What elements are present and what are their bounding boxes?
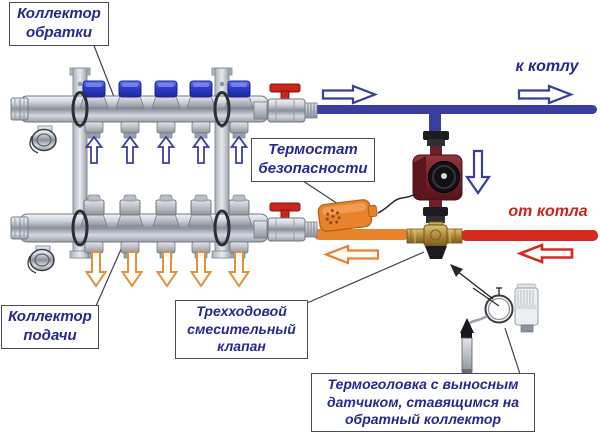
rail-clamp <box>71 91 89 127</box>
callout-supply-collector <box>95 246 123 307</box>
arrow-up-icon <box>230 136 248 164</box>
capillary-tube <box>467 314 488 326</box>
thermohead-icon <box>514 283 539 333</box>
arrow-up-icon <box>192 136 210 164</box>
arrow-up-icon <box>85 136 103 164</box>
rail-clamp <box>71 209 89 247</box>
pipe-pump-branch <box>429 109 441 134</box>
pipe-mixed-line <box>314 229 409 240</box>
capillary-coil-icon <box>484 287 514 324</box>
label-thermohead: Термоголовка с выносным датчиком, ставящ… <box>311 373 535 432</box>
ball-valve-supply-icon <box>267 202 318 242</box>
label-safety-thermostat: Термостат безопасности <box>251 138 375 182</box>
callout-lines <box>92 42 521 375</box>
rail-clamp <box>213 209 231 247</box>
label-from-boiler: от котла <box>508 203 588 220</box>
circulation-pump-icon <box>412 131 463 223</box>
arrow-up-icon <box>121 136 139 164</box>
drain-valve-icon <box>27 245 55 274</box>
callout-thermohead <box>504 327 521 375</box>
callout-mixing-valve <box>306 251 425 304</box>
label-mixing-valve: Трехходовой смесительный клапан <box>175 300 308 359</box>
arrow-right-icon <box>321 84 377 105</box>
thermostat-wire <box>377 193 418 214</box>
pipe-from-boiler <box>461 230 598 241</box>
annotation-arrow-to-valve <box>450 264 500 307</box>
drain-valve-icon <box>29 125 57 154</box>
arrow-left-from-boiler-icon <box>518 243 574 264</box>
arrow-down-icon <box>190 251 212 287</box>
arrow-left-mixed-icon <box>324 244 380 265</box>
rail-clamp <box>213 91 231 127</box>
three-way-valve-icon <box>406 221 463 259</box>
remote-sensor-probe-icon <box>460 318 474 373</box>
label-to-boiler: к котлу <box>515 58 579 75</box>
supply-manifold <box>10 194 318 274</box>
arrow-down-pump-icon <box>465 149 491 195</box>
arrow-right-to-boiler-icon <box>517 84 573 105</box>
pipe-to-boiler <box>314 105 597 114</box>
callout-return-collector <box>92 42 117 103</box>
ball-valve-return-icon <box>267 83 318 123</box>
arrow-up-icon <box>157 136 175 164</box>
safety-thermostat-icon <box>317 199 378 232</box>
label-return-collector: Коллектор обратки <box>9 2 109 46</box>
return-manifold <box>10 80 318 154</box>
label-supply-collector: Коллектор подачи <box>1 305 99 349</box>
callout-safety-thermostat <box>296 176 339 205</box>
